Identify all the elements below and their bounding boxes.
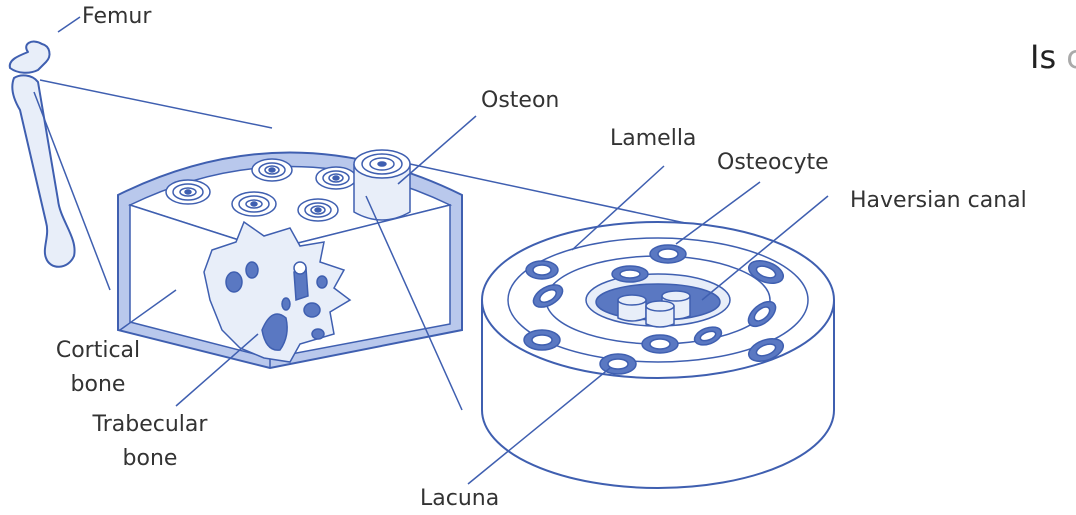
trabecular-bone-label: Trabecular bone: [70, 412, 230, 472]
cortical-bone-label-line2: bone: [42, 372, 154, 398]
femur-bone: [10, 42, 75, 267]
lamella-label: Lamella: [610, 126, 696, 152]
lacuna-osteocyte: [524, 330, 560, 350]
surface-osteon: [252, 159, 292, 181]
osteon-leader: [398, 116, 476, 184]
lacuna-osteocyte: [650, 245, 686, 263]
osteocyte-label: Osteocyte: [717, 150, 829, 176]
osteon-cylinder: [354, 150, 410, 220]
page-heading-text: Is: [1030, 38, 1056, 76]
surface-osteon: [298, 199, 338, 221]
page-heading-clipped: c: [1066, 38, 1076, 76]
surface-osteon: [316, 167, 356, 189]
lacuna-osteocyte: [526, 261, 558, 279]
haversian-canal-label: Haversian canal: [850, 188, 1027, 214]
trabecular-bone-label-line1: Trabecular: [70, 412, 230, 438]
femur-leader: [58, 17, 80, 32]
page-heading-fragment: Is c: [1030, 38, 1076, 76]
cortical-bone-label: Cortical bone: [42, 338, 154, 398]
femur-label: Femur: [82, 4, 151, 30]
lacuna-label: Lacuna: [420, 486, 499, 512]
surface-osteon: [232, 192, 276, 216]
cortical-bone-label-line1: Cortical: [42, 338, 154, 364]
lacuna-osteocyte: [642, 335, 678, 353]
surface-osteon: [166, 180, 210, 204]
osteon-label: Osteon: [481, 88, 559, 114]
trabecular-bone-label-line2: bone: [70, 446, 230, 472]
lacuna-osteocyte: [612, 266, 648, 282]
femur-zoom-line-top: [40, 80, 272, 128]
